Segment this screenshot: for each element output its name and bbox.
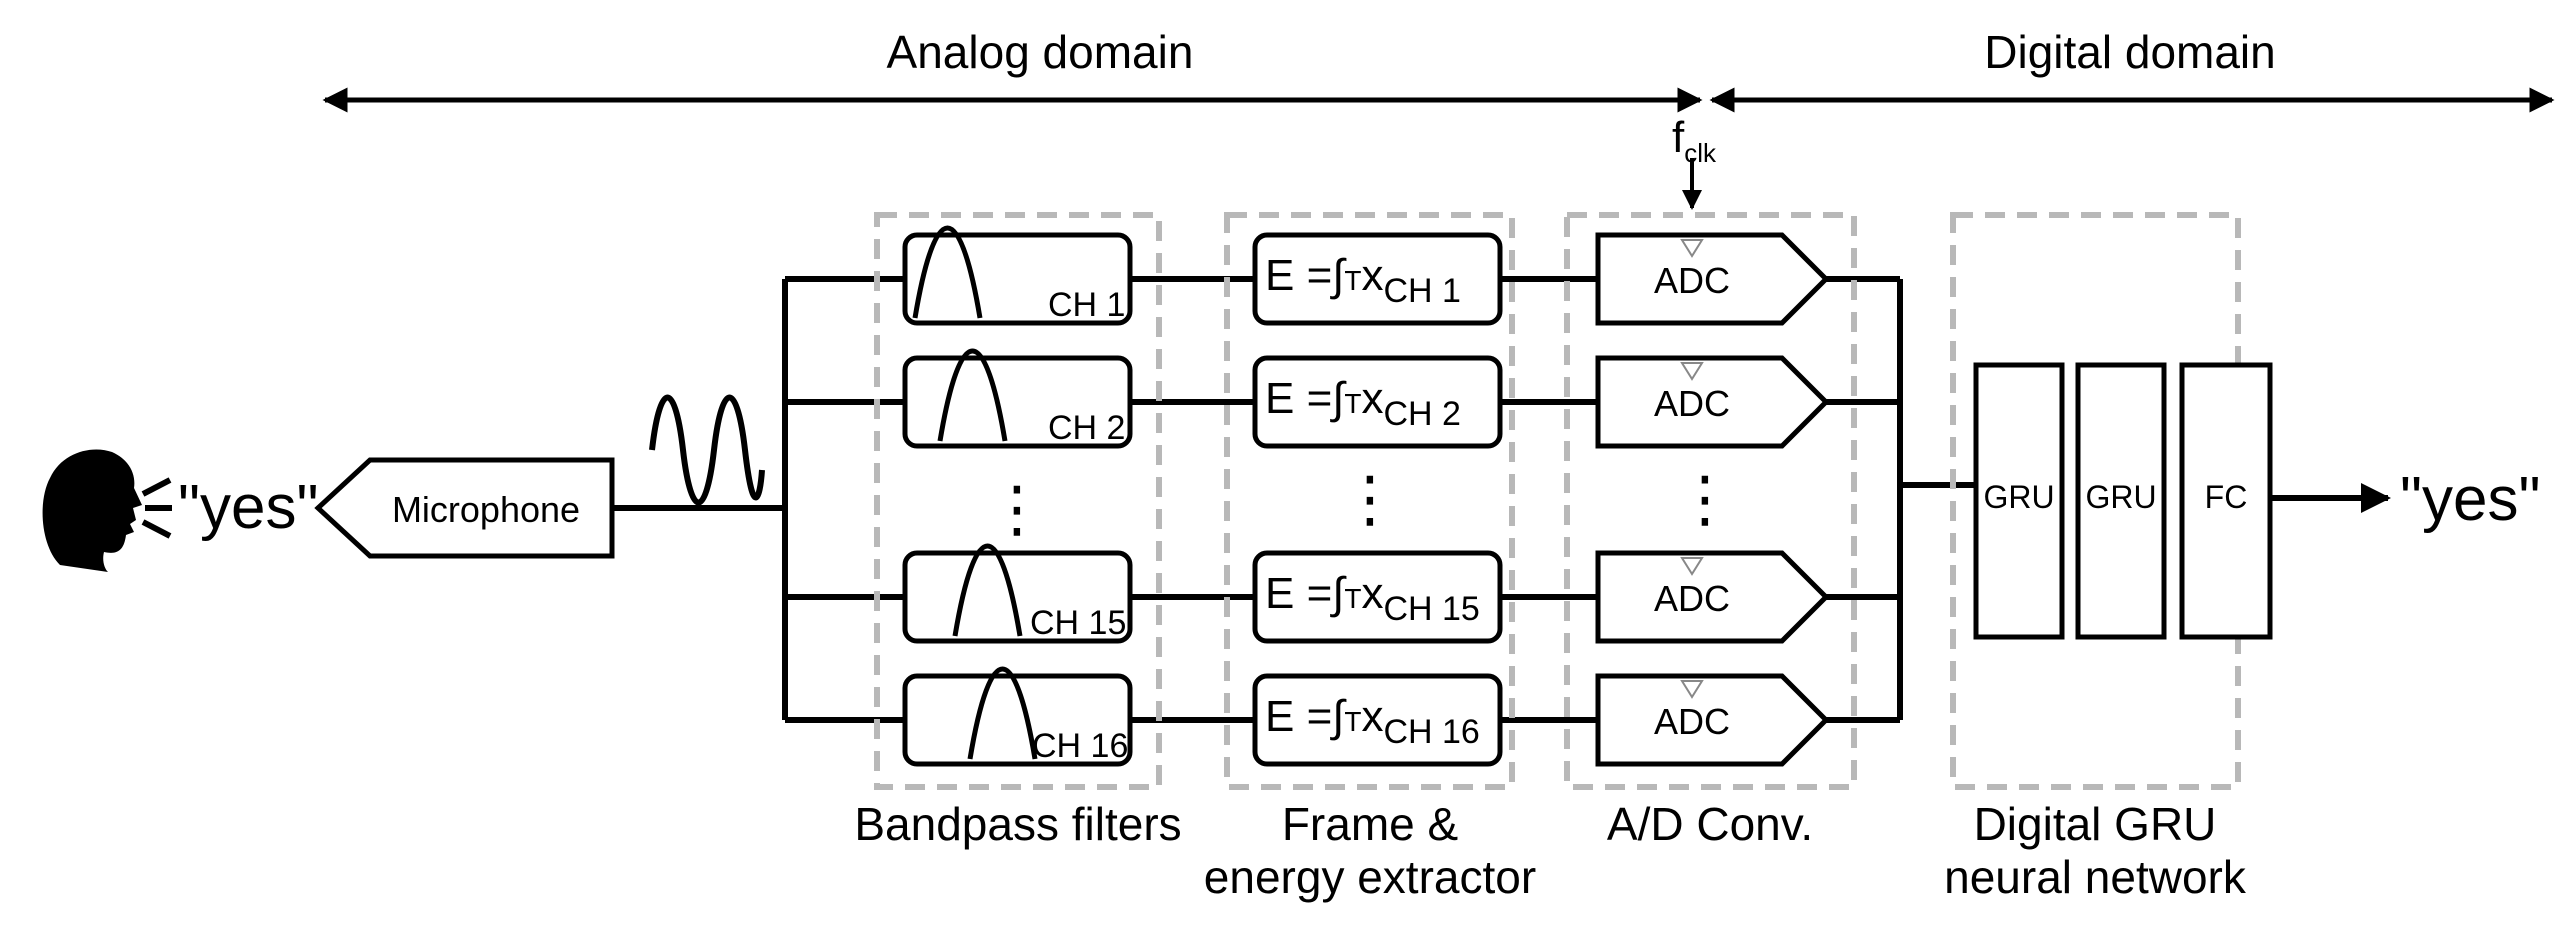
channel-label: CH 2 (1048, 409, 1125, 447)
adc-group (1564, 212, 1857, 790)
adc-label: ADC (1654, 260, 1730, 301)
bandpass-group (874, 212, 1162, 790)
energy-formula: E =∫TxCH 2 (1265, 374, 1461, 433)
adc-label: ADC (1654, 701, 1730, 742)
energy-formula: E =∫TxCH 1 (1265, 251, 1461, 310)
energy-extractor-ch2: E =∫TxCH 2 (1252, 355, 1503, 449)
adc-ch15: ADC (1595, 550, 1830, 644)
ellipsis-adc: ⋮ (1674, 465, 1736, 534)
analog-domain-label: Analog domain (887, 26, 1194, 78)
microphone-label: Microphone (392, 489, 580, 530)
channel-label: CH 16 (1032, 727, 1128, 765)
adc-ch2: ADC (1595, 355, 1830, 449)
ellipsis-energy: ⋮ (1339, 465, 1401, 534)
svg-text:GRU: GRU (2085, 479, 2156, 515)
adc-label: ADC (1654, 578, 1730, 619)
bandpass-filter-ch1: CH 1 (902, 225, 1133, 326)
wiring (612, 276, 1976, 723)
svg-text:FC: FC (2205, 479, 2248, 515)
energy-label-line1: Frame & (1282, 798, 1458, 850)
energy-formula: E =∫TxCH 15 (1265, 569, 1480, 628)
adc-stage-label: A/D Conv. (1607, 798, 1813, 850)
energy-extractor-ch16: E =∫TxCH 16 (1252, 673, 1503, 767)
nn-label-line2: neural network (1944, 851, 2247, 903)
svg-text:GRU: GRU (1983, 479, 2054, 515)
gru-layer-1: GRU (1973, 362, 2065, 640)
ellipsis-bandpass: ⋮ (986, 475, 1048, 544)
energy-group (1224, 212, 1515, 790)
channel-label: CH 15 (1030, 604, 1126, 642)
bandpass-label: Bandpass filters (854, 798, 1181, 850)
output-word: "yes" (2400, 465, 2541, 534)
energy-extractor-ch1: E =∫TxCH 1 (1252, 232, 1503, 326)
energy-extractor-ch15: E =∫TxCH 15 (1252, 550, 1503, 644)
channel-label: CH 1 (1048, 286, 1125, 324)
gru-layer-2: GRU (2075, 362, 2167, 640)
fc-layer: FC (2179, 362, 2273, 640)
input-word: "yes" (178, 473, 319, 542)
adc-label: ADC (1654, 383, 1730, 424)
digital-domain-label: Digital domain (1984, 26, 2275, 78)
nn-group (1950, 212, 2241, 790)
bandpass-filter-ch15: CH 15 (902, 543, 1133, 644)
adc-ch1: ADC (1595, 232, 1830, 326)
clock-label: fclk (1672, 113, 1717, 168)
bandpass-filter-ch2: CH 2 (902, 348, 1133, 449)
waveform-icon (649, 394, 765, 506)
speaking-head-icon (42, 449, 172, 572)
bandpass-filter-ch16: CH 16 (902, 666, 1133, 767)
adc-ch16: ADC (1595, 673, 1830, 767)
energy-formula: E =∫TxCH 16 (1265, 692, 1480, 751)
energy-label-line2: energy extractor (1204, 851, 1536, 903)
nn-label-line1: Digital GRU (1974, 798, 2217, 850)
